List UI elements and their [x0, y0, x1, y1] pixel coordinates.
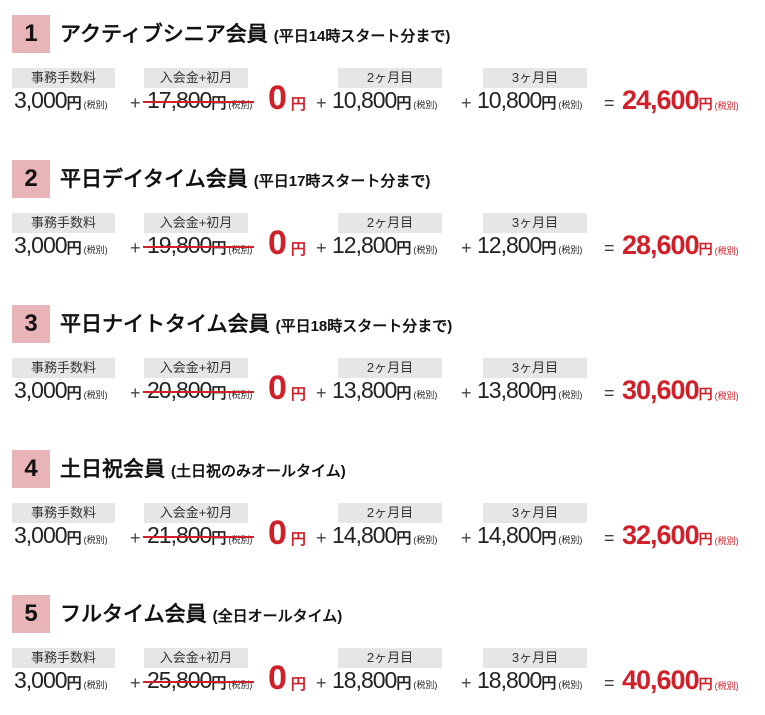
- label-month3: 3ヶ月目: [483, 358, 587, 378]
- plan-name: 平日ナイトタイム会員: [60, 313, 270, 336]
- equals-sign: =: [604, 383, 615, 403]
- total-price: 32,600円(税別): [622, 520, 739, 550]
- fee-price: 3,000円(税別): [14, 87, 108, 113]
- plan-name: アクティブシニア会員: [60, 23, 268, 46]
- label-entry: 入会金+初月: [144, 68, 248, 88]
- total-price: 28,600円(税別): [622, 230, 739, 260]
- label-month3: 3ヶ月目: [483, 503, 587, 523]
- label-month3: 3ヶ月目: [483, 648, 587, 668]
- total-price: 30,600円(税別): [622, 375, 739, 405]
- month3-price: 18,800円(税別): [477, 667, 583, 693]
- label-fee: 事務手数料: [12, 648, 115, 668]
- label-entry: 入会金+初月: [144, 213, 248, 233]
- month2-price: 10,800円(税別): [332, 87, 438, 113]
- plan-number: 4: [12, 450, 50, 488]
- label-entry: 入会金+初月: [144, 503, 248, 523]
- plus-sign: +: [316, 673, 327, 693]
- equals-sign: =: [604, 528, 615, 548]
- plan-note: (平日14時スタート分まで): [273, 28, 451, 45]
- month2-price: 14,800円(税別): [332, 522, 438, 548]
- label-month2: 2ヶ月目: [338, 358, 442, 378]
- label-month3: 3ヶ月目: [483, 68, 587, 88]
- total-price: 40,600円(税別): [622, 665, 739, 695]
- entry-price-struck: 19,800円(税別): [147, 232, 253, 258]
- label-entry: 入会金+初月: [144, 648, 248, 668]
- fee-price: 3,000円(税別): [14, 522, 108, 548]
- plus-sign: +: [316, 238, 327, 258]
- plan-block: 2 平日デイタイム会員 (平日17時スタート分まで) 事務手数料 入会金+初月 2…: [0, 160, 765, 270]
- plus-sign: +: [130, 673, 141, 693]
- plus-sign: +: [461, 93, 472, 113]
- plan-block: 5 フルタイム会員 (全日オールタイム) 事務手数料 入会金+初月 2ヶ月目 3ヶ…: [0, 595, 765, 705]
- label-fee: 事務手数料: [12, 503, 115, 523]
- plan-name: 平日デイタイム会員: [60, 168, 248, 191]
- label-month2: 2ヶ月目: [338, 648, 442, 668]
- month2-price: 18,800円(税別): [332, 667, 438, 693]
- entry-price-struck: 17,800円(税別): [147, 87, 253, 113]
- label-fee: 事務手数料: [12, 358, 115, 378]
- equals-sign: =: [604, 93, 615, 113]
- month3-price: 14,800円(税別): [477, 522, 583, 548]
- fee-price: 3,000円(税別): [14, 232, 108, 258]
- plus-sign: +: [130, 383, 141, 403]
- month2-price: 13,800円(税別): [332, 377, 438, 403]
- label-fee: 事務手数料: [12, 213, 115, 233]
- plus-sign: +: [316, 528, 327, 548]
- equals-sign: =: [604, 673, 615, 693]
- plan-note: (平日17時スタート分まで): [253, 173, 431, 190]
- entry-price-struck: 21,800円(税別): [147, 522, 253, 548]
- plan-block: 3 平日ナイトタイム会員(平日18時スタート分まで) 事務手数料 入会金+初月 …: [0, 305, 765, 415]
- plus-sign: +: [461, 528, 472, 548]
- label-fee: 事務手数料: [12, 68, 115, 88]
- plus-sign: +: [461, 383, 472, 403]
- label-month2: 2ヶ月目: [338, 68, 442, 88]
- month3-price: 10,800円(税別): [477, 87, 583, 113]
- plus-sign: +: [316, 93, 327, 113]
- fee-price: 3,000円(税別): [14, 377, 108, 403]
- plan-block: 4 土日祝会員 (土日祝のみオールタイム) 事務手数料 入会金+初月 2ヶ月目 3…: [0, 450, 765, 560]
- equals-sign: =: [604, 238, 615, 258]
- plan-number: 3: [12, 305, 50, 343]
- plan-number: 5: [12, 595, 50, 633]
- plan-number: 2: [12, 160, 50, 198]
- plan-note: (平日18時スタート分まで): [275, 318, 453, 335]
- total-price: 24,600円(税別): [622, 85, 739, 115]
- plus-sign: +: [461, 238, 472, 258]
- month3-price: 12,800円(税別): [477, 232, 583, 258]
- plus-sign: +: [130, 528, 141, 548]
- plan-note: (全日オールタイム): [212, 608, 343, 625]
- plan-note: (土日祝のみオールタイム): [171, 463, 346, 480]
- entry-price-struck: 25,800円(税別): [147, 667, 253, 693]
- plan-name: 土日祝会員: [60, 458, 165, 481]
- plus-sign: +: [130, 93, 141, 113]
- plus-sign: +: [316, 383, 327, 403]
- plus-sign: +: [461, 673, 472, 693]
- label-month2: 2ヶ月目: [338, 213, 442, 233]
- entry-price-struck: 20,800円(税別): [147, 377, 253, 403]
- label-month2: 2ヶ月目: [338, 503, 442, 523]
- fee-price: 3,000円(税別): [14, 667, 108, 693]
- plus-sign: +: [130, 238, 141, 258]
- month2-price: 12,800円(税別): [332, 232, 438, 258]
- label-entry: 入会金+初月: [144, 358, 248, 378]
- plan-number: 1: [12, 15, 50, 53]
- plan-name: フルタイム会員: [60, 603, 207, 626]
- plan-block: 1 アクティブシニア会員(平日14時スタート分まで) 事務手数料 入会金+初月 …: [0, 15, 765, 125]
- label-month3: 3ヶ月目: [483, 213, 587, 233]
- month3-price: 13,800円(税別): [477, 377, 583, 403]
